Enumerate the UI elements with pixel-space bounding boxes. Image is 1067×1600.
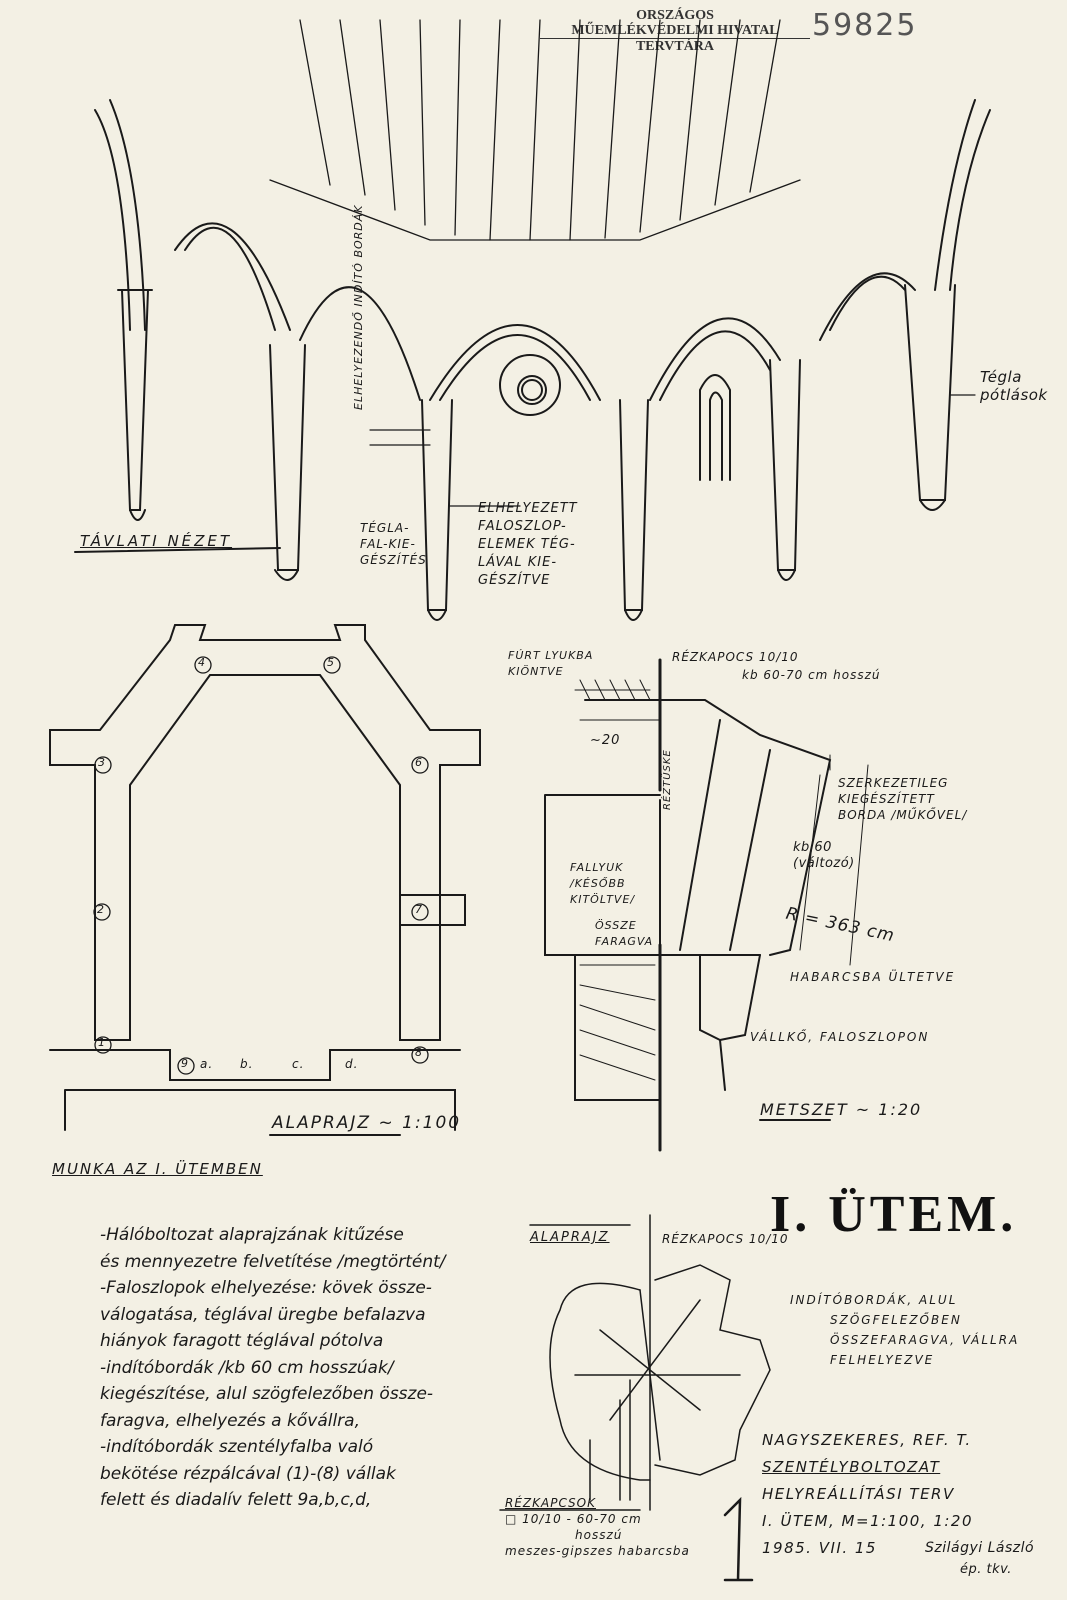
plan-node-7: 7 — [415, 903, 423, 916]
title-project: NAGYSZEKERES, REF. T. — [762, 1431, 972, 1449]
dim-60-variable: kb 60(változó) — [793, 840, 855, 871]
work-note-line: felett és diadalív felett 9a,b,c,d, — [100, 1490, 372, 1510]
title-block: NAGYSZEKERES, REF. T. SZENTÉLYBOLTOZAT H… — [762, 1427, 973, 1562]
label-ribs-to-place: ELHELYEZENDŐ INDÍTÓ BORDÁK — [352, 204, 365, 410]
work-note-line: kiegészítése, alul szögfelezőben össze- — [100, 1384, 434, 1404]
label-brick-wall: TÉGLA-FAL-KIE-GÉSZÍTÉS — [360, 521, 427, 567]
sheet-number: 1. — [735, 1585, 738, 1586]
title-subject: SZENTÉLYBOLTOZAT — [762, 1458, 941, 1476]
stamp-line: MŰEMLÉKVÉDELMI HIVATAL — [540, 23, 810, 39]
title-date: 1985. VII. 15 — [762, 1539, 877, 1557]
title-scale: I. ÜTEM, M=1:100, 1:20 — [762, 1512, 974, 1530]
label-mortar: HABARCSBA ÜLTETVE — [790, 970, 956, 984]
section-drawing — [544, 658, 869, 1152]
work-note-line: hiányok faragott téglával pótolva — [100, 1331, 384, 1351]
work-note-line: -indítóbordák /kb 60 cm hosszúak/ — [100, 1357, 394, 1378]
work-note-line: bekötése rézpálcával (1)-(8) vállak — [100, 1463, 396, 1484]
dim-20: ~20 — [590, 733, 621, 748]
work-note-line: -Faloszlopok elhelyezése: kövek össze- — [100, 1278, 432, 1298]
plan-node-2: 2 — [97, 903, 105, 916]
stamp-line: ORSZÁGOS — [636, 8, 714, 23]
work-note-line: -Hálóboltozat alaprajzának kitűzése — [100, 1225, 404, 1245]
elevation-title: TÁVLATI NÉZET — [80, 532, 233, 550]
arch-label-d: d. — [345, 1057, 359, 1071]
plan-node-9: 9 — [181, 1057, 189, 1070]
plan-node-5: 5 — [327, 656, 335, 669]
plan-node-3: 3 — [98, 756, 106, 769]
work-note-line: -indítóbordák szentélyfalba való — [100, 1437, 374, 1457]
work-note-line: faragva, elhelyezés a kővállra, — [100, 1410, 360, 1431]
wall-columns — [117, 284, 956, 621]
detail-plan-title: ALAPRAJZ — [530, 1230, 610, 1245]
arch-label-a: a. — [200, 1057, 214, 1071]
title-plan-type: HELYREÁLLÍTÁSI TERV — [762, 1485, 955, 1503]
arch-label-b: b. — [240, 1057, 254, 1071]
plan-node-6: 6 — [415, 756, 423, 769]
archive-stamp: ORSZÁGOS MŰEMLÉKVÉDELMI HIVATAL TERVTÁRA — [540, 8, 810, 54]
plan-node-8: 8 — [415, 1046, 423, 1059]
phase-heading: I. ÜTEM. — [770, 1186, 1018, 1243]
leader-lines — [369, 394, 976, 507]
section-title: METSZET ~ 1:20 — [760, 1100, 923, 1119]
arch-label-c: c. — [292, 1057, 305, 1071]
elevation-title-underline — [74, 547, 281, 553]
vault-ceiling-ribs — [269, 19, 801, 241]
plan-title: ALAPRAJZ ~ 1:100 — [272, 1113, 462, 1133]
archive-number: 59825 — [812, 8, 918, 43]
label-detail-clamp: RÉZKAPOCS 10/10 — [662, 1232, 789, 1246]
detail-plan-drawing — [499, 1214, 771, 1511]
label-capital: VÁLLKŐ, FALOSZLOPON — [750, 1030, 930, 1044]
gothic-arches — [94, 99, 991, 481]
plan-node-4: 4 — [198, 656, 206, 669]
work-notes-title: MUNKA AZ I. ÜTEMBEN — [52, 1160, 263, 1178]
plan-node-1: 1 — [98, 1036, 106, 1049]
sheet-number-one — [723, 1496, 754, 1582]
signature: Szilágyi László — [925, 1540, 1035, 1556]
label-copper-pin: RÉZTÜSKE — [662, 749, 673, 810]
signature-title: ép. tkv. — [960, 1562, 1012, 1577]
floor-plan-walls — [49, 624, 481, 1131]
work-note-line: és mennyezetre felvetítése /megtörtént/ — [100, 1251, 446, 1272]
plan-node-circles — [93, 656, 429, 1075]
stamp-line: TERVTÁRA — [635, 39, 715, 54]
work-notes-list: -Hálóboltozat alaprajzának kitűzése és m… — [100, 1222, 500, 1514]
work-note-line: válogatása, téglával üregbe befalazva — [100, 1304, 426, 1325]
